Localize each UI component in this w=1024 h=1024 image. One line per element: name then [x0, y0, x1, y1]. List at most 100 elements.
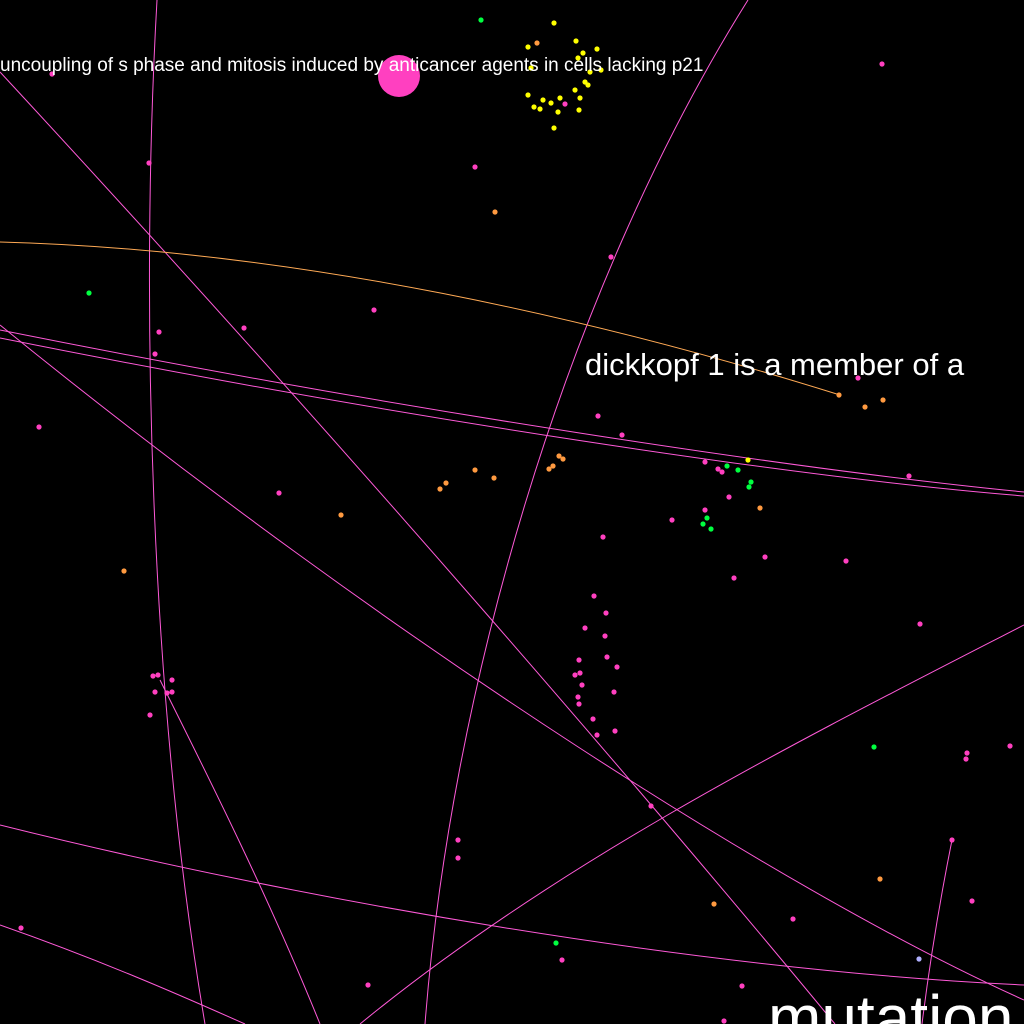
graph-node[interactable]	[731, 575, 737, 581]
graph-node[interactable]	[338, 512, 344, 518]
graph-node[interactable]	[572, 672, 578, 678]
graph-node[interactable]	[724, 463, 730, 469]
graph-node[interactable]	[169, 689, 175, 695]
graph-node[interactable]	[602, 633, 608, 639]
graph-node[interactable]	[577, 670, 583, 676]
highlighted-node[interactable]	[378, 55, 420, 97]
graph-node[interactable]	[534, 40, 540, 46]
graph-node[interactable]	[472, 164, 478, 170]
graph-node[interactable]	[580, 50, 586, 56]
graph-node[interactable]	[576, 657, 582, 663]
graph-node[interactable]	[739, 983, 745, 989]
graph-node[interactable]	[608, 254, 614, 260]
graph-node[interactable]	[18, 925, 24, 931]
graph-node[interactable]	[540, 97, 546, 103]
graph-node[interactable]	[704, 515, 710, 521]
graph-node[interactable]	[600, 534, 606, 540]
graph-node[interactable]	[548, 100, 554, 106]
graph-node[interactable]	[702, 507, 708, 513]
graph-node[interactable]	[836, 392, 842, 398]
graph-node[interactable]	[472, 467, 478, 473]
graph-node[interactable]	[550, 463, 556, 469]
graph-node[interactable]	[757, 505, 763, 511]
graph-node[interactable]	[587, 69, 593, 75]
graph-node[interactable]	[964, 750, 970, 756]
graph-node[interactable]	[969, 898, 975, 904]
graph-node[interactable]	[276, 490, 282, 496]
graph-node[interactable]	[150, 673, 156, 679]
graph-node[interactable]	[155, 672, 161, 678]
graph-node[interactable]	[877, 876, 883, 882]
graph-node[interactable]	[164, 690, 170, 696]
graph-node[interactable]	[594, 732, 600, 738]
graph-node[interactable]	[531, 104, 537, 110]
graph-node[interactable]	[603, 610, 609, 616]
graph-node[interactable]	[906, 473, 912, 479]
graph-node[interactable]	[612, 728, 618, 734]
graph-node[interactable]	[963, 756, 969, 762]
graph-node[interactable]	[748, 479, 754, 485]
graph-node[interactable]	[598, 67, 604, 73]
graph-node[interactable]	[553, 940, 559, 946]
graph-node[interactable]	[551, 20, 557, 26]
graph-node[interactable]	[121, 568, 127, 574]
graph-node[interactable]	[726, 494, 732, 500]
graph-node[interactable]	[916, 956, 922, 962]
graph-node[interactable]	[591, 593, 597, 599]
graph-node[interactable]	[619, 432, 625, 438]
graph-node[interactable]	[708, 526, 714, 532]
graph-node[interactable]	[555, 109, 561, 115]
graph-node[interactable]	[579, 682, 585, 688]
graph-node[interactable]	[594, 46, 600, 52]
graph-node[interactable]	[575, 55, 581, 61]
graph-node[interactable]	[700, 521, 706, 527]
graph-node[interactable]	[862, 404, 868, 410]
graph-node[interactable]	[790, 916, 796, 922]
graph-node[interactable]	[455, 855, 461, 861]
graph-node[interactable]	[146, 160, 152, 166]
graph-node[interactable]	[525, 44, 531, 50]
graph-node[interactable]	[745, 457, 751, 463]
graph-node[interactable]	[455, 837, 461, 843]
graph-node[interactable]	[577, 95, 583, 101]
graph-node[interactable]	[585, 82, 591, 88]
graph-node[interactable]	[702, 459, 708, 465]
graph-node[interactable]	[492, 209, 498, 215]
graph-node[interactable]	[556, 453, 562, 459]
graph-node[interactable]	[719, 469, 725, 475]
graph-node[interactable]	[576, 701, 582, 707]
graph-node[interactable]	[557, 95, 563, 101]
graph-node[interactable]	[669, 517, 675, 523]
graph-node[interactable]	[241, 325, 247, 331]
graph-node[interactable]	[443, 480, 449, 486]
graph-node[interactable]	[648, 803, 654, 809]
graph-node[interactable]	[49, 71, 55, 77]
graph-node[interactable]	[575, 694, 581, 700]
graph-node[interactable]	[611, 689, 617, 695]
graph-node[interactable]	[855, 375, 861, 381]
graph-node[interactable]	[949, 837, 955, 843]
graph-node[interactable]	[560, 456, 566, 462]
graph-node[interactable]	[36, 424, 42, 430]
graph-node[interactable]	[562, 101, 568, 107]
graph-node[interactable]	[879, 61, 885, 67]
graph-node[interactable]	[614, 664, 620, 670]
graph-node[interactable]	[156, 329, 162, 335]
graph-node[interactable]	[715, 466, 721, 472]
graph-node[interactable]	[573, 38, 579, 44]
graph-node[interactable]	[147, 712, 153, 718]
graph-node[interactable]	[371, 307, 377, 313]
graph-node[interactable]	[365, 982, 371, 988]
graph-node[interactable]	[721, 1018, 727, 1024]
graph-node[interactable]	[546, 466, 552, 472]
graph-node[interactable]	[746, 484, 752, 490]
graph-node[interactable]	[551, 125, 557, 131]
graph-node[interactable]	[595, 413, 601, 419]
graph-node[interactable]	[169, 677, 175, 683]
graph-node[interactable]	[525, 92, 531, 98]
graph-node[interactable]	[152, 689, 158, 695]
graph-node[interactable]	[528, 65, 534, 71]
graph-node[interactable]	[711, 901, 717, 907]
